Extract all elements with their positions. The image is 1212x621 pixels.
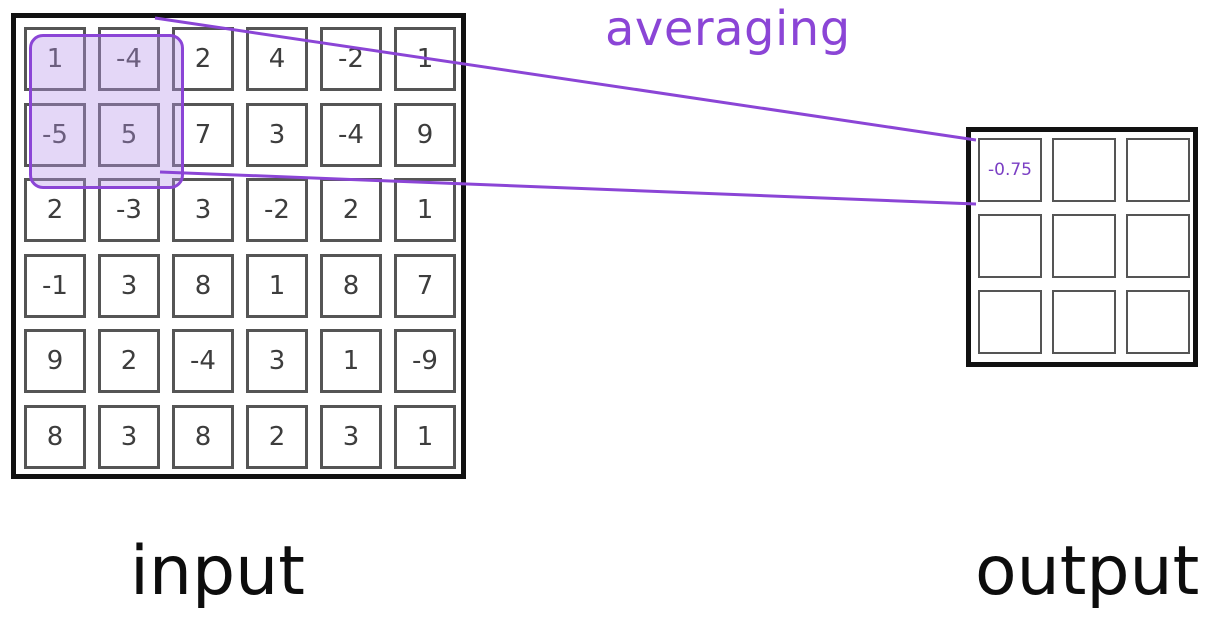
input-cell: 7 [394, 253, 456, 318]
input-cell: -4 [98, 27, 160, 91]
output-cell: -0.75 [978, 138, 1042, 202]
output-grid: -0.75 [966, 127, 1198, 367]
input-cell: 2 [172, 27, 234, 91]
input-cell: 5 [98, 102, 160, 167]
output-cell [1052, 290, 1116, 354]
input-cell: 3 [98, 404, 160, 469]
operation-title: averaging [605, 1, 851, 57]
output-cell [1126, 138, 1190, 202]
input-cell: 1 [394, 27, 456, 91]
input-cell: 4 [246, 27, 308, 91]
input-cell: 3 [98, 253, 160, 318]
input-cell: -4 [320, 102, 382, 167]
input-cell: 1 [394, 178, 456, 242]
input-cell: 3 [320, 404, 382, 469]
input-cell: 8 [24, 404, 86, 469]
output-cell [1052, 214, 1116, 278]
input-label: input [130, 532, 305, 611]
input-cell: 3 [246, 329, 308, 393]
output-cell [978, 290, 1042, 354]
output-cell [1126, 214, 1190, 278]
output-cell [978, 214, 1042, 278]
input-cell: 8 [320, 253, 382, 318]
input-cell: 8 [172, 253, 234, 318]
input-cell: 1 [394, 404, 456, 469]
input-cell: 2 [98, 329, 160, 393]
input-cell: 2 [24, 178, 86, 242]
input-cell: -5 [24, 102, 86, 167]
input-cell: -3 [98, 178, 160, 242]
input-cell: 2 [320, 178, 382, 242]
input-cell: -2 [320, 27, 382, 91]
input-cell: 3 [246, 102, 308, 167]
input-cell: -9 [394, 329, 456, 393]
input-cell: 1 [320, 329, 382, 393]
output-cell [1126, 290, 1190, 354]
output-label: output [975, 532, 1200, 611]
input-cell: 7 [172, 102, 234, 167]
input-cell: 1 [246, 253, 308, 318]
input-cell: -2 [246, 178, 308, 242]
input-cell: 3 [172, 178, 234, 242]
output-cell [1052, 138, 1116, 202]
input-cell: -1 [24, 253, 86, 318]
input-cell: 2 [246, 404, 308, 469]
input-cell: 1 [24, 27, 86, 91]
input-cell: 9 [24, 329, 86, 393]
input-cell: -4 [172, 329, 234, 393]
input-cell: 8 [172, 404, 234, 469]
input-cell: 9 [394, 102, 456, 167]
